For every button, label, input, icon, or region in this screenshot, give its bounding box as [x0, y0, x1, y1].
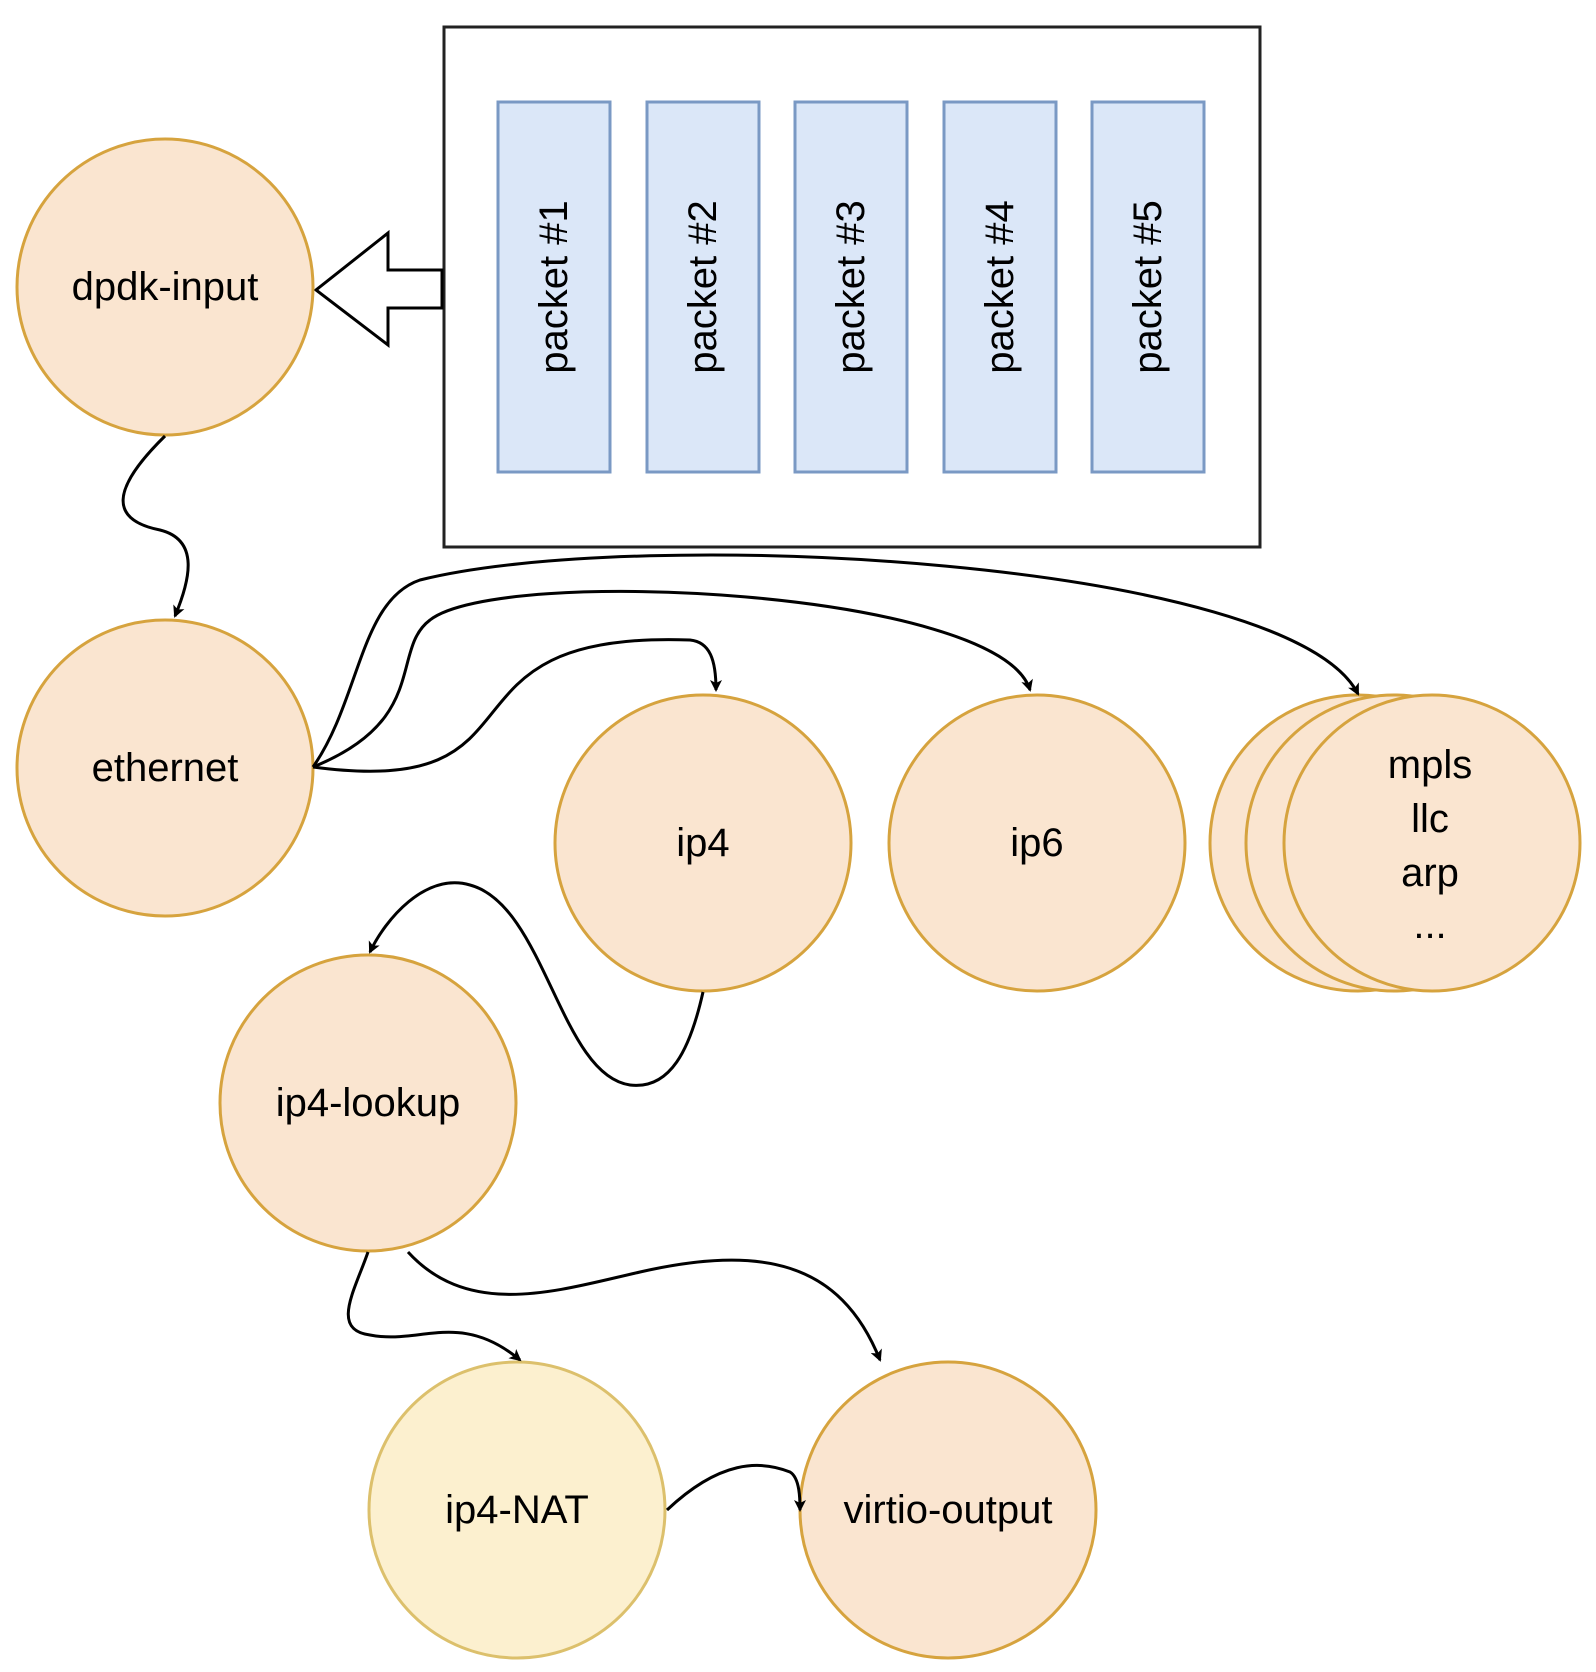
node-virtio-output-label: virtio-output	[844, 1488, 1053, 1532]
edge-ip4-to-ip4-lookup	[368, 881, 705, 1087]
stack-line-arp: arp	[1401, 851, 1459, 895]
input-block-arrow	[313, 229, 444, 349]
packet-2-label: packet #2	[681, 200, 725, 373]
node-dpdk-input: dpdk-input	[15, 137, 315, 437]
node-ethernet: ethernet	[15, 618, 315, 918]
stack-line-mpls: mpls	[1388, 743, 1472, 787]
protocol-stack-front-circle	[1282, 693, 1582, 993]
packet-3-label: packet #3	[829, 200, 873, 373]
node-ip6: ip6	[887, 693, 1187, 993]
edge-ip4-lookup-to-virtio-output	[406, 1250, 882, 1362]
node-ethernet-label: ethernet	[92, 746, 239, 790]
node-ip6-label: ip6	[1010, 821, 1063, 865]
edge-dpdk-input-to-ethernet	[121, 434, 190, 618]
packet-3: packet #3	[793, 100, 909, 474]
edge-ip4-lookup-to-ip4-nat	[346, 1251, 522, 1362]
node-ip4-lookup-label: ip4-lookup	[276, 1081, 461, 1125]
node-ip4-label: ip4	[676, 821, 729, 865]
packet-1-label: packet #1	[532, 200, 576, 373]
packet-2: packet #2	[645, 100, 761, 474]
edge-ethernet-to-protocol-stack	[311, 553, 1360, 768]
edge-ethernet-to-ip4	[312, 638, 722, 773]
stack-line-ellipsis: ...	[1413, 903, 1446, 947]
packet-4-label: packet #4	[978, 200, 1022, 373]
node-dpdk-input-label: dpdk-input	[72, 265, 259, 309]
packet-1: packet #1	[496, 100, 612, 474]
packet-5-label: packet #5	[1126, 200, 1170, 373]
stack-line-llc: llc	[1411, 797, 1449, 841]
packet-4: packet #4	[942, 100, 1058, 474]
protocol-stack-node: mpls llc arp ...	[1208, 693, 1582, 993]
node-ip4-nat: ip4-NAT	[367, 1360, 667, 1660]
edge-ethernet-to-ip6	[312, 589, 1033, 769]
packet-5: packet #5	[1090, 100, 1206, 474]
node-ip4: ip4	[553, 693, 853, 993]
node-ip4-nat-label: ip4-NAT	[445, 1488, 589, 1532]
edge-ip4-nat-to-virtio-output	[665, 1463, 806, 1512]
node-ip4-lookup: ip4-lookup	[218, 953, 518, 1253]
node-virtio-output: virtio-output	[798, 1360, 1098, 1660]
